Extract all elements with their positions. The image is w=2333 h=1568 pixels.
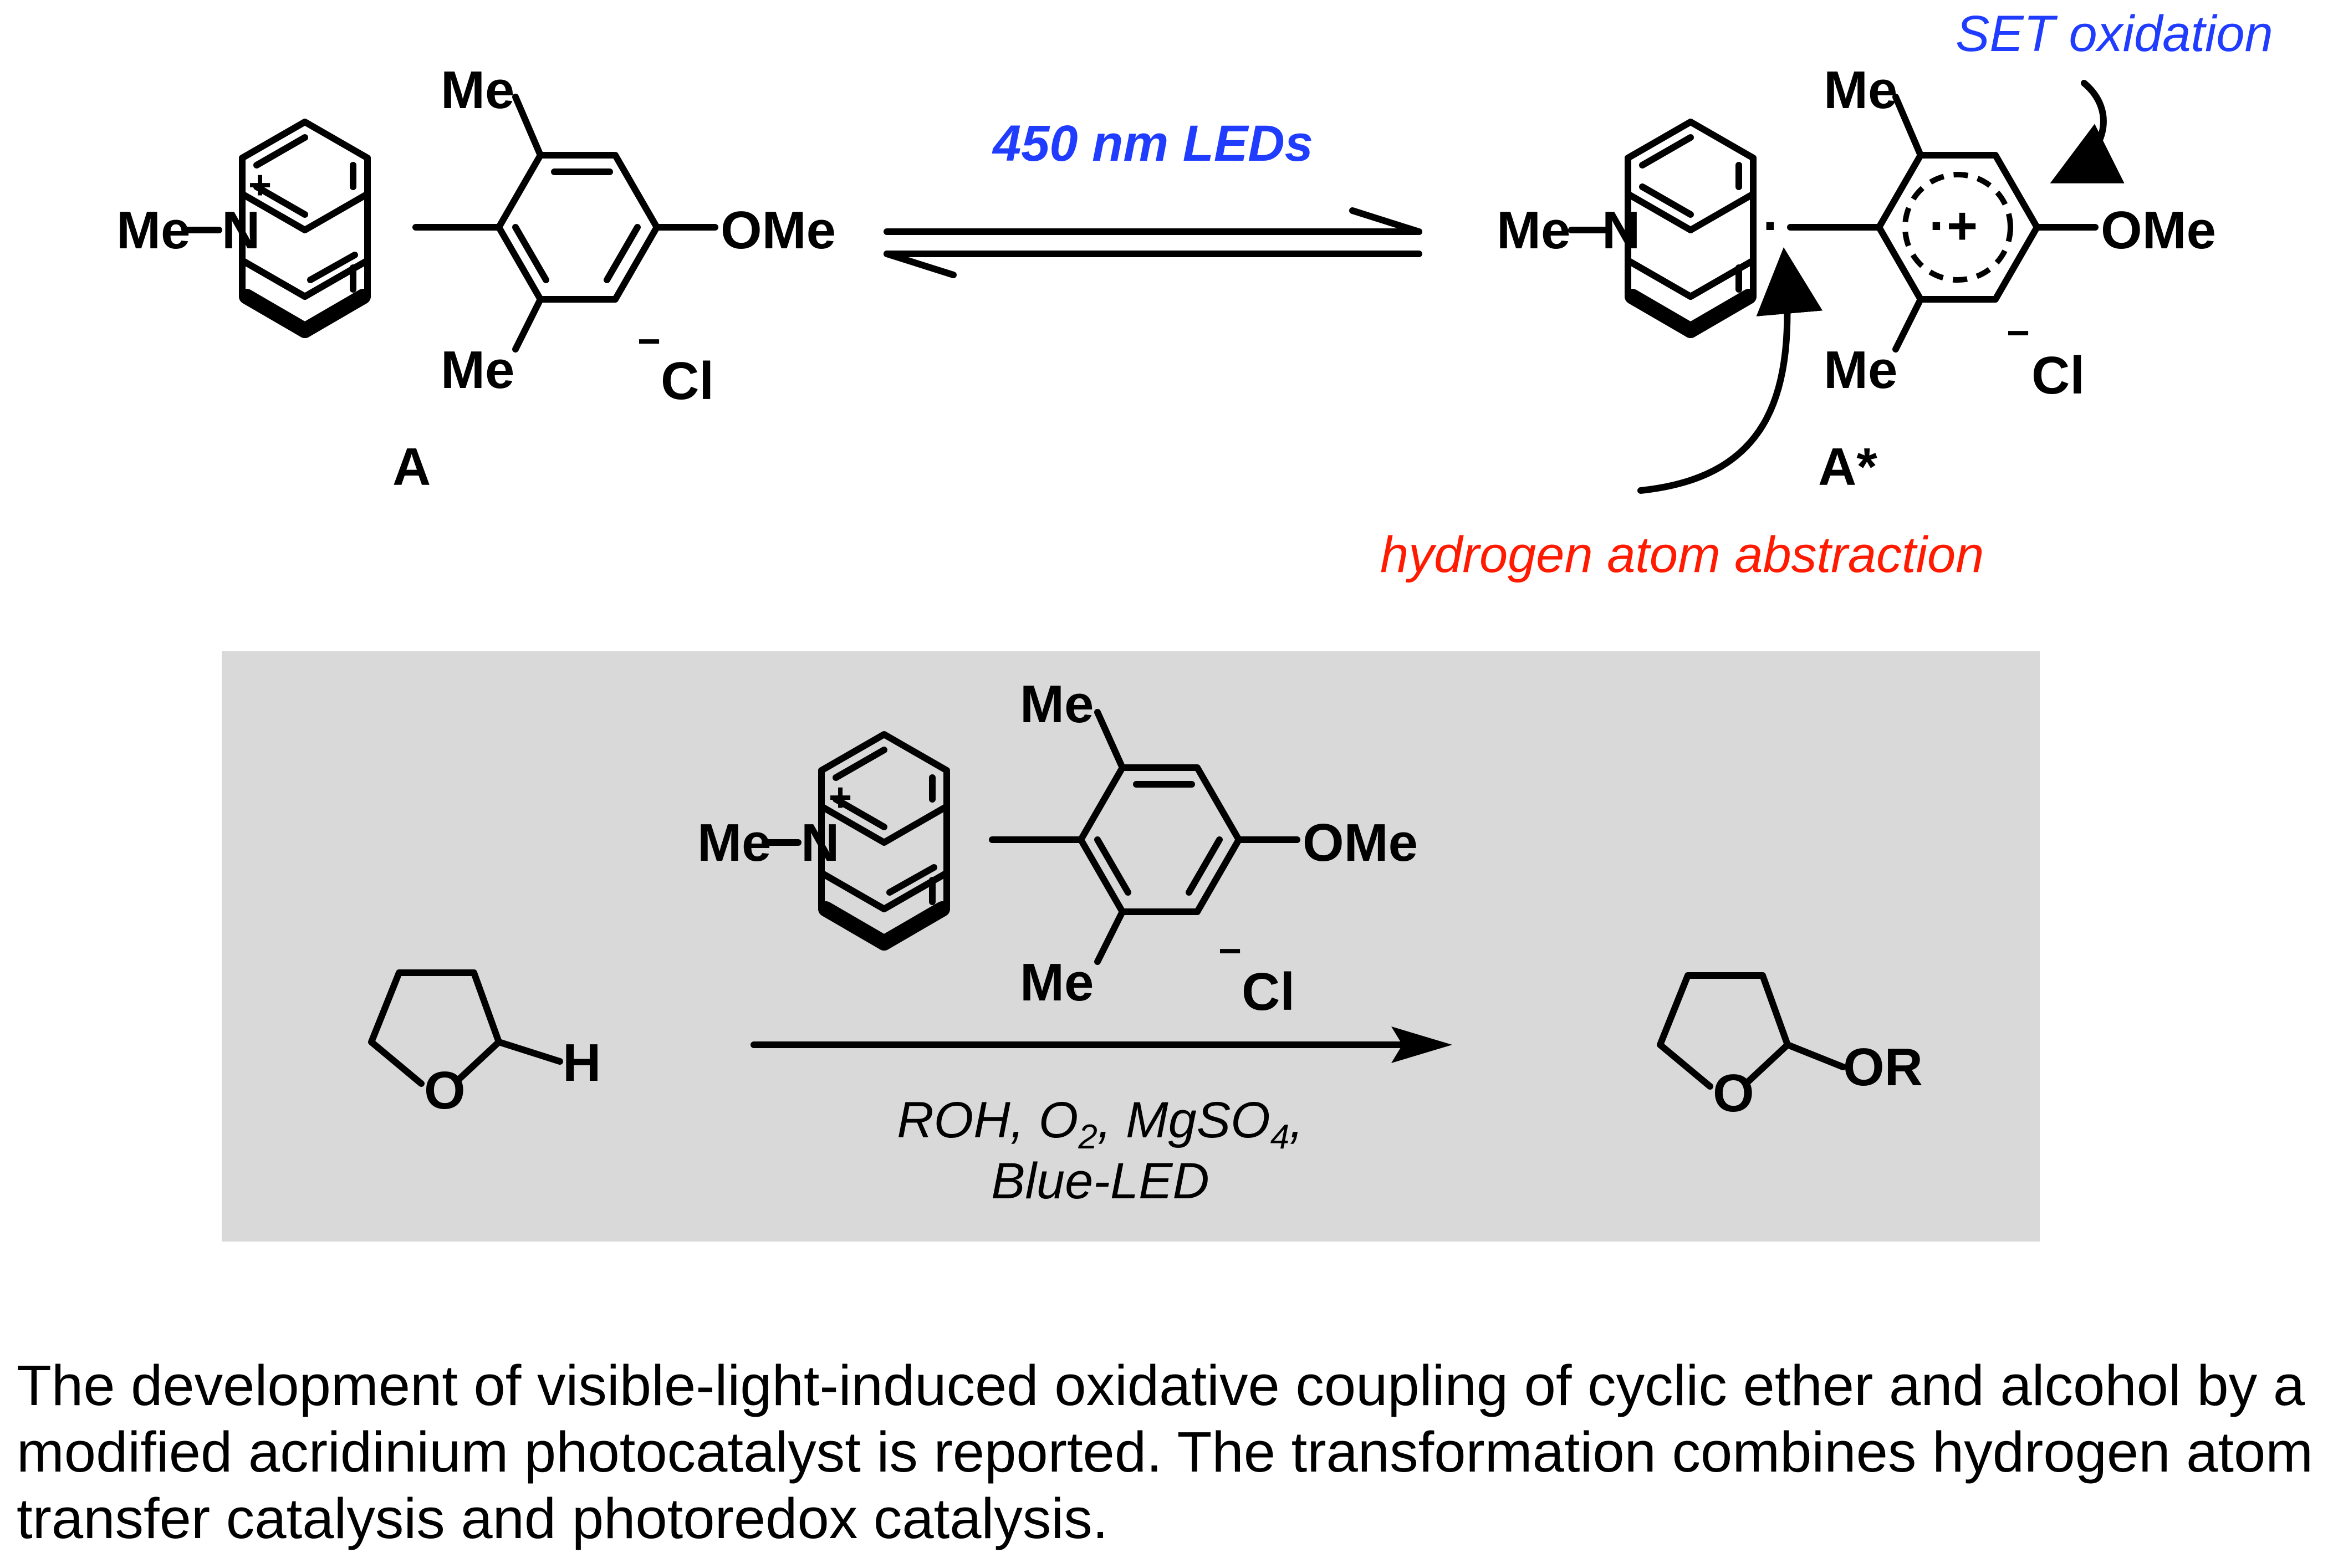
compound-a-star-methoxy: OMe: [2101, 201, 2216, 260]
set-oxidation-arrow: [2050, 80, 2125, 183]
thf-hydrogen: H: [563, 1033, 601, 1092]
compound-a-star-ortho-methyl-bottom: Me: [1824, 340, 1897, 400]
reaction-arrow: [751, 1026, 1452, 1063]
catalyst-methoxy: OMe: [1303, 813, 1418, 872]
compound-a-structure: [182, 94, 718, 353]
thf-ring: [368, 969, 502, 1087]
compound-a-methoxy: OMe: [721, 201, 836, 260]
product-oxygen: O: [1713, 1064, 1754, 1123]
product-structure: [1657, 972, 1846, 1090]
acridine-ring-middle: [239, 191, 371, 300]
compound-a-star-label: A*: [1818, 437, 1877, 497]
catalyst-structure: [762, 709, 1300, 965]
thf-oxygen: O: [424, 1061, 466, 1120]
equilibrium-arrows: [884, 207, 1422, 278]
compound-a-nitrogen: N: [222, 201, 260, 260]
catalyst-nitrogen: N: [801, 813, 839, 872]
compound-a-star-chloride-charge: −: [2007, 311, 2030, 355]
compound-a-ortho-methyl-bottom: Me: [441, 340, 514, 400]
catalyst-chloride: Cl: [1242, 962, 1295, 1022]
excited-acridine-ring-middle: [1625, 191, 1757, 300]
hat-arrow: [1637, 247, 1823, 494]
compound-a-ortho-methyl-top: Me: [441, 60, 514, 120]
compound-a-label: A: [392, 437, 431, 497]
compound-a-star-n-methyl: Me: [1497, 201, 1570, 260]
radical-cation-delocalization: [1902, 172, 2013, 283]
catalyst-n-charge: +: [829, 775, 852, 820]
hat-annotation: hydrogen atom abstraction: [1380, 527, 1984, 583]
reaction-box: [222, 651, 2040, 1242]
compound-a-chloride-charge: −: [637, 319, 661, 364]
catalyst-ortho-methyl-bottom: Me: [1020, 953, 1094, 1012]
compound-a-star-chloride: Cl: [2031, 346, 2085, 405]
compound-a-chloride: Cl: [661, 351, 714, 411]
set-oxidation-annotation: SET oxidation: [1956, 6, 2273, 62]
thf-substrate-structure: [368, 969, 563, 1087]
aryl-radical-cation-sign: ·+: [1929, 196, 1978, 256]
product-alkoxy: OR: [1843, 1038, 1923, 1097]
catalyst-chloride-charge: −: [1218, 929, 1242, 973]
conditions-line-2: Blue-LED: [991, 1153, 1209, 1209]
catalyst-n-methyl: Me: [697, 813, 771, 872]
summary-text: The development of visible-light-induced…: [17, 1354, 2314, 1550]
catalyst-ortho-methyl-top: Me: [1020, 675, 1094, 734]
compound-a-n-charge: +: [248, 163, 272, 207]
equilibrium-condition-label: 450 nm LEDs: [992, 115, 1313, 172]
acridinyl-radical-dot: ·: [1763, 196, 1780, 256]
compound-a-star-ortho-methyl-top: Me: [1824, 60, 1897, 120]
compound-a-n-methyl: Me: [116, 201, 190, 260]
aryl-ring-a: [496, 152, 660, 303]
product-ring: [1657, 972, 1791, 1090]
compound-a-star-nitrogen: N: [1602, 201, 1640, 260]
compound-a-star-structure: [1568, 94, 2099, 353]
conditions-line-1: ROH, O2, MgSO4,: [897, 1092, 1304, 1156]
